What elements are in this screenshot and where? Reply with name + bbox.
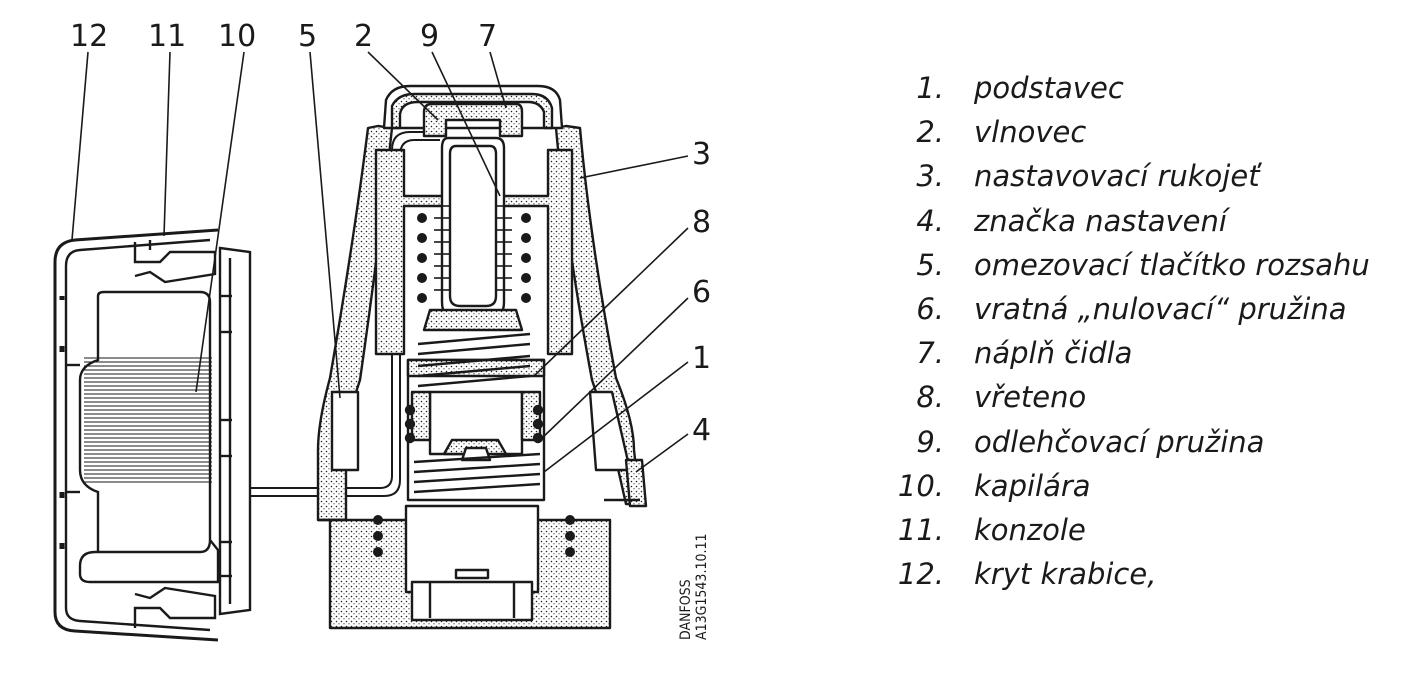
legend-item: 5. omezovací tlačítko rozsahu bbox=[896, 243, 1370, 287]
legend-number: 5. bbox=[916, 247, 944, 282]
legend-label: odlehčovací pružina bbox=[974, 424, 1265, 459]
zero-spring bbox=[404, 404, 544, 494]
legend-label: kryt krabice, bbox=[974, 557, 1157, 592]
callout-11: 11 bbox=[148, 19, 186, 54]
callout-12: 12 bbox=[70, 19, 108, 54]
box-cover-housing bbox=[53, 228, 252, 642]
legend-number: 6. bbox=[916, 292, 944, 327]
base-thread bbox=[373, 515, 575, 557]
leader-lines bbox=[71, 51, 689, 473]
legend-number: 11. bbox=[897, 512, 944, 547]
relief-spring bbox=[417, 213, 531, 303]
legend-label: značka nastavení bbox=[974, 203, 1227, 238]
callout-5: 5 bbox=[298, 19, 317, 54]
callout-7: 7 bbox=[478, 19, 497, 54]
legend-item: 9. odlehčovací pružina bbox=[896, 420, 1370, 464]
callout-3: 3 bbox=[692, 137, 711, 172]
callout-6: 6 bbox=[692, 275, 711, 310]
legend-label: konzole bbox=[974, 512, 1086, 547]
legend-item: 4. značka nastavení bbox=[896, 199, 1370, 243]
sensor-cross-section-diagram: 12 11 10 5 2 9 7 3 8 6 1 4 DANFOSS A13G1… bbox=[53, 19, 711, 642]
legend-label: podstavec bbox=[974, 71, 1124, 106]
capillary-coil-windings bbox=[84, 357, 212, 483]
callout-2: 2 bbox=[354, 19, 373, 54]
legend-number: 12. bbox=[897, 557, 944, 592]
legend-number: 10. bbox=[897, 468, 944, 503]
legend-label: kapilára bbox=[974, 468, 1091, 503]
legend-number: 2. bbox=[916, 115, 944, 150]
legend-label: nastavovací rukojeť bbox=[974, 159, 1260, 194]
parts-legend: 1. podstavec 2. vlnovec 3. nastavovací ruko… bbox=[896, 66, 1370, 596]
callout-8: 8 bbox=[692, 205, 711, 240]
legend-label: náplň čidla bbox=[974, 336, 1133, 371]
legend-label: vřeteno bbox=[974, 380, 1087, 415]
legend-label: omezovací tlačítko rozsahu bbox=[974, 247, 1370, 282]
legend-item: 3. nastavovací rukojeť bbox=[896, 154, 1370, 198]
callout-10: 10 bbox=[218, 19, 256, 54]
drawing-brand: DANFOSS bbox=[678, 579, 694, 640]
legend-number: 8. bbox=[916, 380, 944, 415]
bellows-convolutions bbox=[434, 205, 512, 291]
legend-number: 3. bbox=[916, 159, 944, 194]
callout-9: 9 bbox=[420, 19, 439, 54]
return-spring bbox=[417, 332, 531, 388]
legend-label: vratná „nulovací“ pružina bbox=[974, 292, 1347, 327]
legend-number: 1. bbox=[916, 71, 944, 106]
legend-item: 6. vratná „nulovací“ pružina bbox=[896, 287, 1370, 331]
legend-number: 9. bbox=[916, 424, 944, 459]
legend-item: 7. náplň čidla bbox=[896, 331, 1370, 375]
callout-4: 4 bbox=[692, 413, 711, 448]
drawing-number: A13G1543.10.11 bbox=[694, 534, 710, 641]
legend-label: vlnovec bbox=[974, 115, 1087, 150]
legend-item: 10. kapilára bbox=[896, 464, 1370, 508]
legend-number: 4. bbox=[916, 203, 944, 238]
callout-1: 1 bbox=[692, 341, 711, 376]
thermostatic-head bbox=[316, 84, 648, 630]
legend-item: 12. kryt krabice, bbox=[896, 552, 1370, 596]
legend-item: 2. vlnovec bbox=[896, 110, 1370, 154]
legend-number: 7. bbox=[916, 336, 944, 371]
legend-item: 1. podstavec bbox=[896, 66, 1370, 110]
legend-item: 11. konzole bbox=[896, 508, 1370, 552]
legend-item: 8. vřeteno bbox=[896, 375, 1370, 419]
